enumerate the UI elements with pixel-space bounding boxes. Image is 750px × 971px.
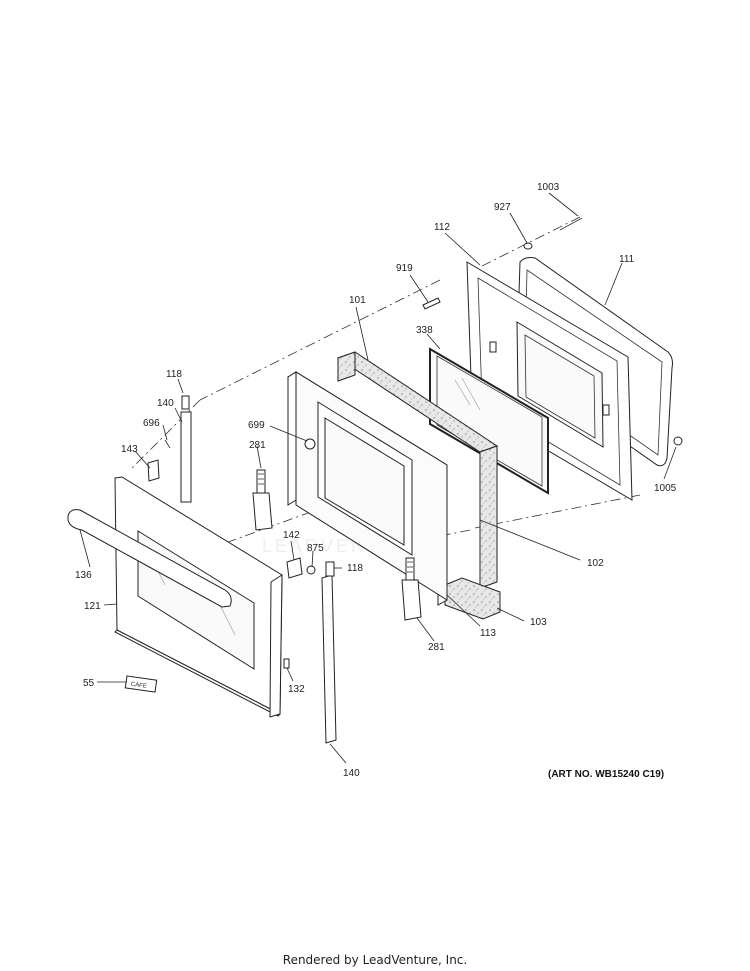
part-143-clip (147, 459, 160, 482)
callout-142: 142 (283, 530, 300, 541)
callout-103: 103 (530, 617, 547, 628)
part-281-hinge-left (252, 469, 273, 531)
part-136-door-handle (67, 509, 232, 608)
badge-label: CAFE (130, 682, 147, 690)
callout-118-top: 118 (166, 369, 182, 380)
callout-101: 101 (349, 295, 366, 306)
leader-lines (79, 192, 677, 764)
part-281-hinge-right (401, 557, 422, 621)
callout-136: 136 (75, 570, 92, 581)
callout-281-bottom: 281 (428, 642, 445, 653)
callout-113: 113 (480, 628, 496, 639)
callout-696: 696 (143, 418, 160, 429)
part-101-insulation (336, 351, 499, 589)
callout-338: 338 (416, 325, 433, 336)
part-55-badge: CAFE (124, 675, 158, 693)
callout-55: 55 (83, 678, 95, 689)
part-142-bracket (286, 557, 303, 579)
callout-112: 112 (434, 222, 450, 233)
part-696-screw (164, 439, 171, 449)
part-1005-bumper (673, 436, 683, 446)
callout-140-top: 140 (157, 398, 174, 409)
part-919-pin (422, 297, 441, 310)
part-113-door-liner (287, 371, 448, 606)
part-103-insulation-bottom (444, 577, 501, 620)
art-number: (ART NO. WB15240 C19) (548, 769, 665, 780)
part-132-clip (283, 658, 290, 669)
callout-132: 132 (288, 684, 305, 695)
part-1003-screw (559, 217, 583, 231)
callout-875: 875 (307, 543, 324, 554)
callout-699: 699 (248, 420, 265, 431)
part-140-channel-left (180, 395, 192, 503)
callout-121: 121 (84, 601, 101, 612)
callout-111: 111 (619, 254, 635, 265)
part-140-channel-bottom (321, 561, 337, 744)
callout-281-top: 281 (249, 440, 266, 451)
callout-919: 919 (396, 263, 413, 274)
callout-1003: 1003 (537, 182, 560, 193)
callout-118-bottom: 118 (347, 563, 363, 574)
part-875-screw (306, 565, 316, 575)
render-credit-footer: Rendered by LeadVenture, Inc. (282, 953, 468, 967)
callout-1005: 1005 (654, 483, 677, 494)
callout-labels: 1003 927 112 111 919 101 338 118 140 696… (75, 182, 677, 779)
callout-927: 927 (494, 202, 511, 213)
callout-143: 143 (121, 444, 138, 455)
part-112-inner-door-panel (466, 261, 633, 501)
part-338-glass-pane (429, 347, 549, 495)
callout-102: 102 (587, 558, 604, 569)
part-121-outer-door (114, 476, 283, 718)
callout-140-bottom: 140 (343, 768, 360, 779)
part-927-washer (523, 242, 533, 250)
